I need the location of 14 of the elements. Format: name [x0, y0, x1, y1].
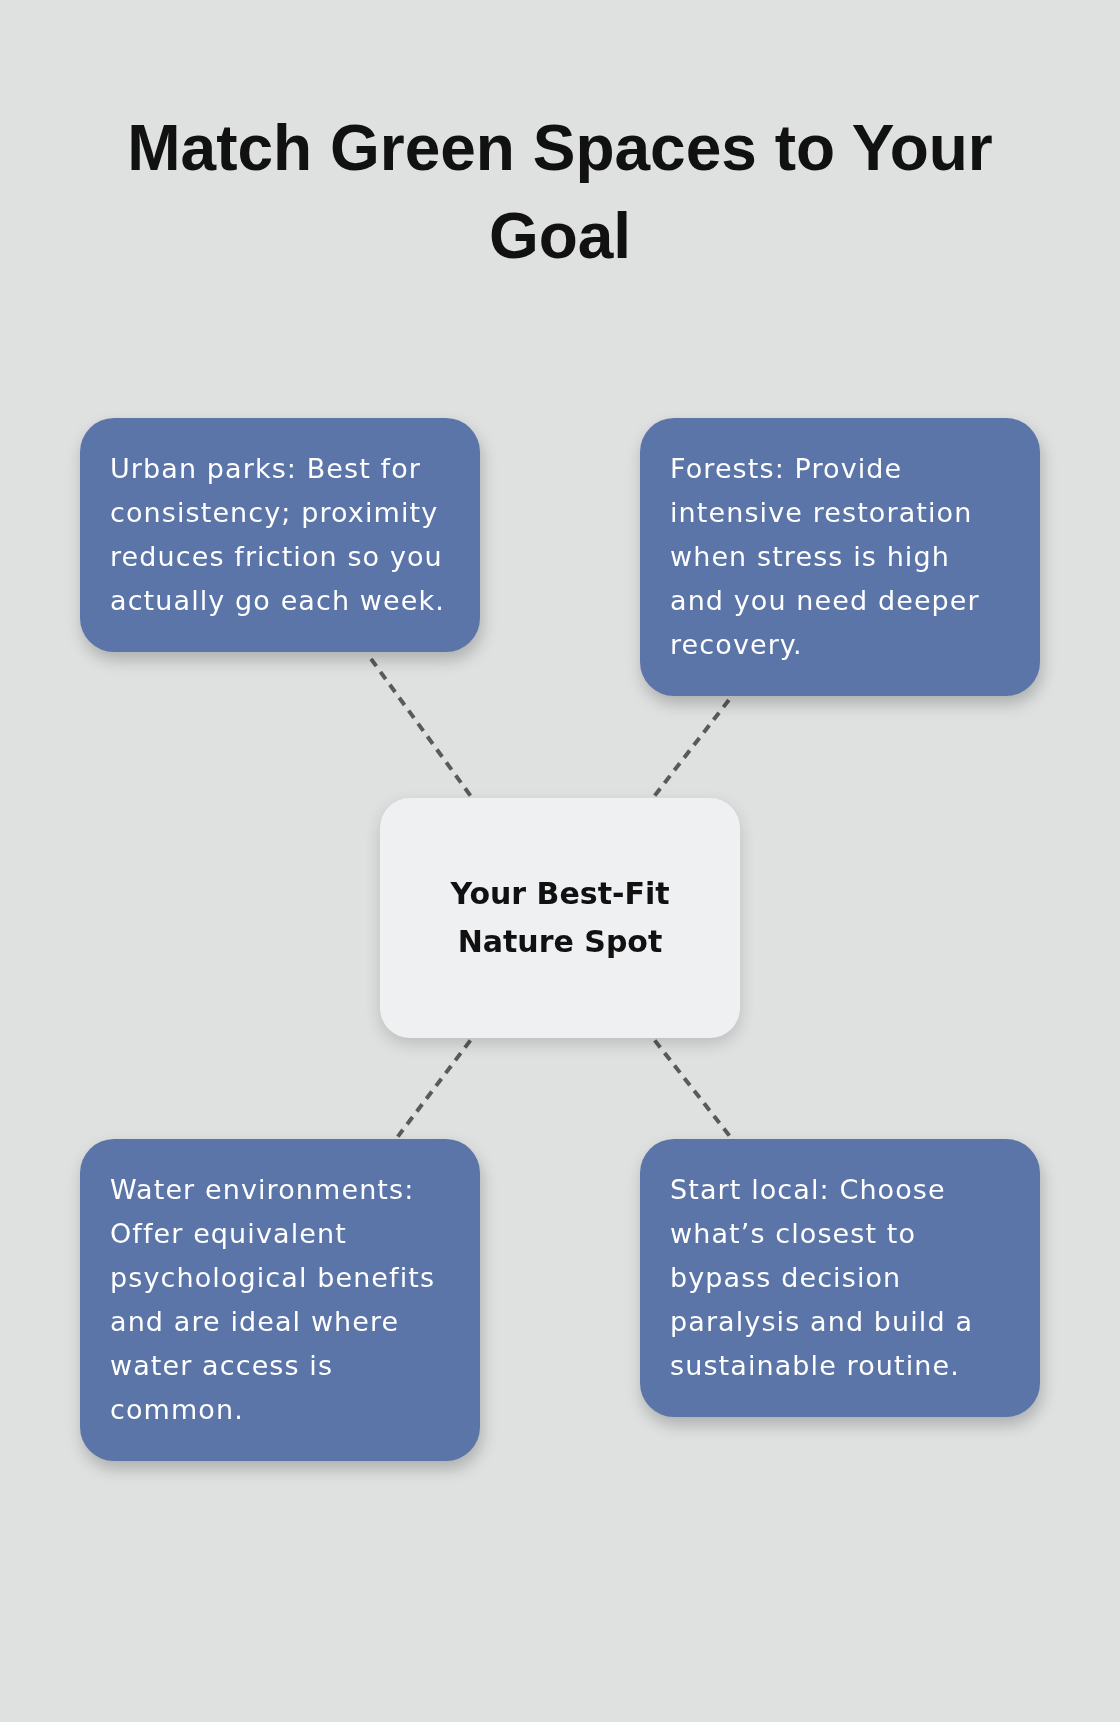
- center-text: Your Best-Fit Nature Spot: [449, 875, 671, 961]
- info-card: [80, 1139, 480, 1461]
- card-text: Forests: Provide intensive restoration when stress is high and you need deeper recovery.: [670, 452, 981, 662]
- dashed-connector: [396, 1039, 472, 1138]
- card-text: Urban parks: Best for consistency; proximity reduces friction so you actually go each week.: [110, 452, 446, 618]
- center-card: [380, 798, 740, 1038]
- card-text: Start local: Choose what’s closest to bypass decision paralysis and build a sustainable routine.: [670, 1173, 975, 1383]
- info-card: [80, 418, 480, 652]
- dashed-connector: [653, 1039, 732, 1138]
- title: Match Green Spaces to Your Goal: [126, 111, 994, 274]
- info-card: [640, 1139, 1040, 1417]
- info-card: [640, 418, 1040, 696]
- dashed-connector: [653, 697, 732, 797]
- card-text: Water environments: Offer equivalent psychological benefits and are ideal where water access is common.: [110, 1173, 437, 1427]
